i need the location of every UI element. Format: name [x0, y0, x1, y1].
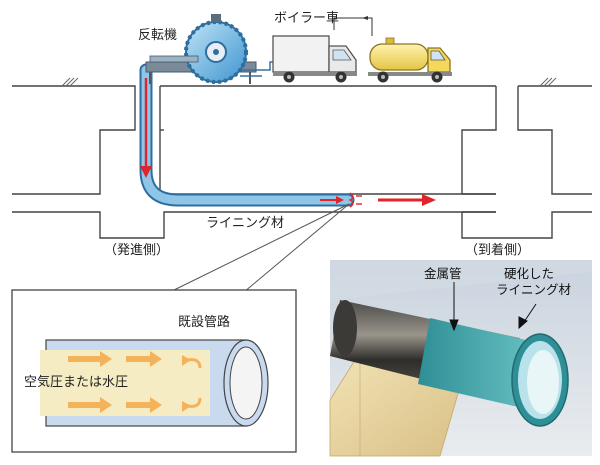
lining-material-label: ライニング材 [206, 216, 285, 231]
cured-lining-label-line1: 硬化した [504, 266, 555, 281]
advance-arrow [378, 194, 436, 206]
pressure-label: 空気圧または水圧 [24, 375, 129, 390]
boiler-truck-label: ボイラー車 [274, 11, 340, 26]
photo-pointers [449, 282, 537, 332]
pressure-arrows [68, 351, 202, 413]
return-flow-arrow [333, 16, 373, 36]
lining-photo [329, 260, 592, 457]
launch-side-label: （発進側） [104, 243, 170, 258]
lining-tube [139, 63, 355, 207]
callout-lines [169, 203, 350, 293]
water-tank-truck [368, 37, 452, 83]
existing-pipe-label: 既設管路 [178, 315, 231, 330]
metal-pipe-label: 金属管 [424, 266, 462, 281]
reverser-label: 反転機 [138, 28, 178, 43]
eversion-front [348, 192, 362, 208]
ground-hatch [61, 77, 557, 87]
arrival-side-label: （到着側） [465, 243, 531, 258]
cured-lining-label-line2: ライニング材 [496, 282, 572, 297]
reverser-machine [145, 14, 257, 84]
hot-water-flow-arrow [140, 78, 344, 204]
boiler-truck [272, 35, 357, 83]
ground-outline [12, 85, 592, 239]
